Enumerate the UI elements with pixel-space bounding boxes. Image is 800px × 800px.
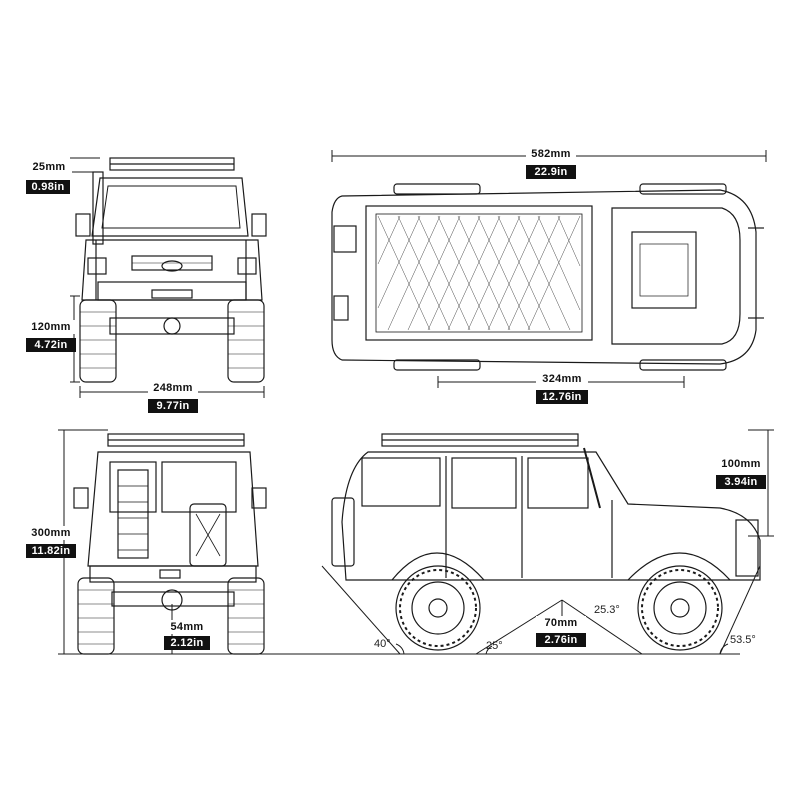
length-mm: 582mm <box>526 147 576 161</box>
rear-view <box>73 433 267 655</box>
breakover-angle-right-label: 25.3° <box>594 604 620 616</box>
front-view <box>75 157 267 383</box>
ground-clearance-front-in: 4.72in <box>26 338 76 352</box>
length-in: 22.9in <box>526 165 576 179</box>
roof-rack-height-mm: 25mm <box>26 160 72 174</box>
axle-clearance-in: 2.12in <box>164 636 210 650</box>
height-mm: 300mm <box>26 526 76 540</box>
snorkel-height-in: 3.94in <box>716 475 766 489</box>
chassis-clearance-mm: 70mm <box>536 616 586 630</box>
height-in: 11.82in <box>26 544 76 558</box>
top-view <box>331 183 764 371</box>
width-in: 9.77in <box>148 399 198 413</box>
chassis-clearance-in: 2.76in <box>536 633 586 647</box>
front-dimension-lines <box>70 157 265 398</box>
departure-angle-label: 53.5° <box>730 634 756 646</box>
breakover-angle-left-label: 25° <box>486 640 503 652</box>
roof-rack-mesh <box>377 215 581 331</box>
angle-lines <box>321 429 774 655</box>
side-tire-tread <box>399 569 719 647</box>
width-mm: 248mm <box>148 381 198 395</box>
roof-rack-height-in: 0.98in <box>26 180 70 194</box>
wheelbase-in: 12.76in <box>536 390 588 404</box>
top-dimension-lines <box>331 150 767 388</box>
axle-clearance-mm: 54mm <box>164 620 210 634</box>
snorkel-height-mm: 100mm <box>716 457 766 471</box>
ground-clearance-front-mm: 120mm <box>26 320 76 334</box>
rear-dimension-lines <box>58 429 740 655</box>
approach-angle-label: 40° <box>374 638 391 650</box>
side-view <box>331 433 761 651</box>
wheelbase-mm: 324mm <box>536 372 588 386</box>
